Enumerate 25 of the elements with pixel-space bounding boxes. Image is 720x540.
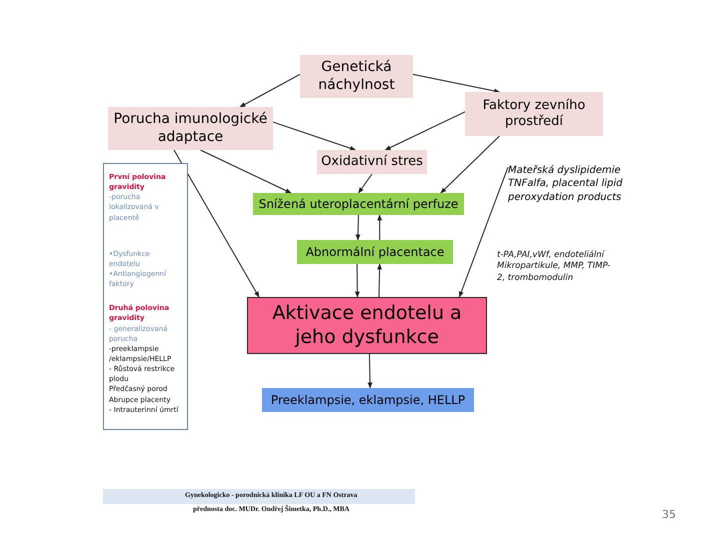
arrow <box>174 150 260 298</box>
arrow <box>440 136 500 194</box>
outcome-box: Aktivace endotelu a jeho dysfunkce <box>247 297 487 354</box>
process-box: Abnormální placentace <box>297 240 453 264</box>
factor-box: Porucha imunologické adaptace <box>108 107 273 150</box>
arrow <box>368 354 372 389</box>
factor-box: Genetická náchylnost <box>300 55 413 98</box>
arrow <box>354 264 360 298</box>
note-text: Mateřská dyslipidemie TNFalfa, placental lipid peroxydation products <box>508 164 624 204</box>
process-box: Snížená uteroplacentární perfuze <box>253 193 464 215</box>
arrow <box>412 74 500 94</box>
outcome-box: Preeklampsie, eklampsie, HELLP <box>262 388 474 412</box>
page-number: 35 <box>662 508 677 522</box>
process-box: Oxidativní stres <box>317 150 427 174</box>
arrow <box>384 111 466 150</box>
arrow <box>272 122 356 151</box>
arrow <box>356 214 360 241</box>
arrow <box>377 214 382 240</box>
factor-box: Faktory zevního prostředí <box>465 92 603 136</box>
arrow <box>377 263 382 298</box>
arrow <box>358 174 372 194</box>
arrow <box>239 74 300 108</box>
arrow <box>200 150 292 194</box>
note-text: t-PA,PAI,vWf, endoteliální Mikropartikule, MMP, TIMP-2, trombomodulin <box>497 250 612 284</box>
arrow <box>458 166 508 298</box>
